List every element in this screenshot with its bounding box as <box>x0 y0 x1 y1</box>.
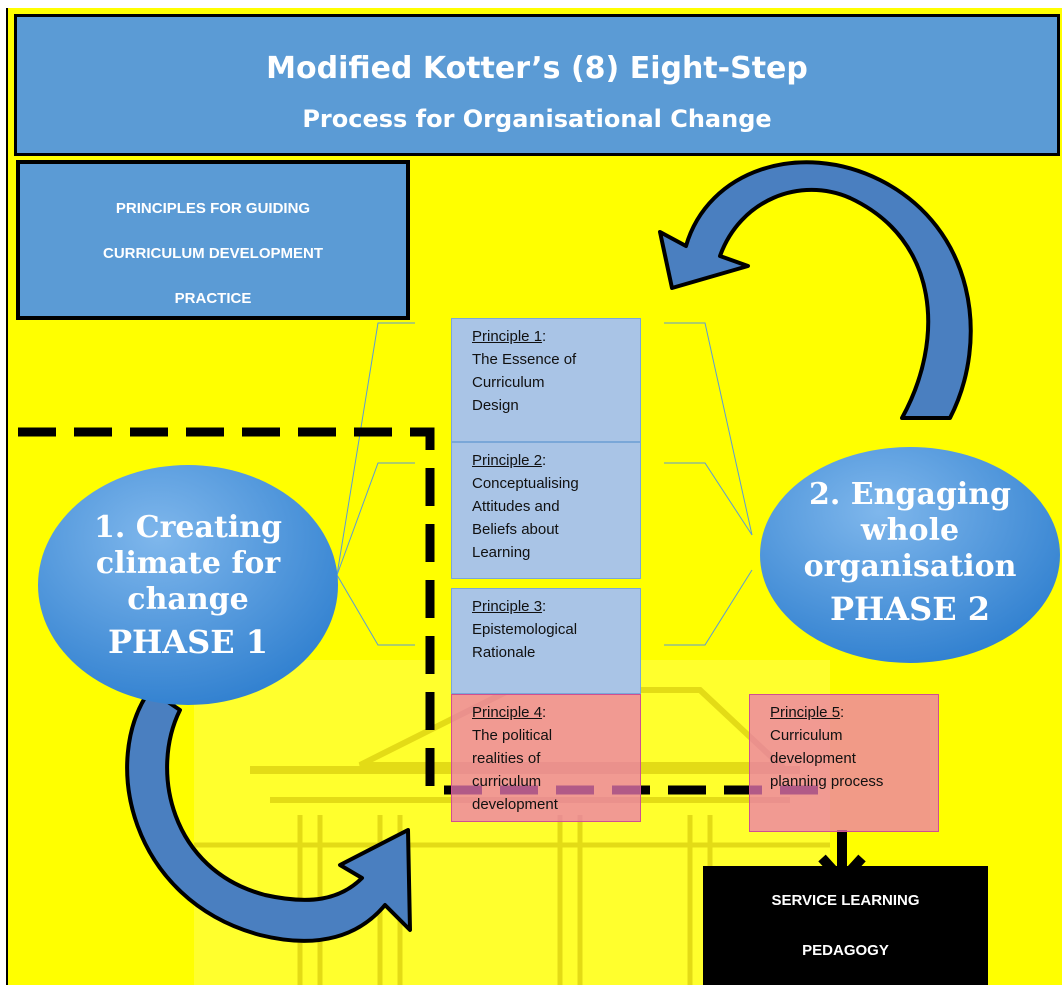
principle-1-number: Principle 1 <box>472 328 543 345</box>
principle-4-line-4: development <box>472 796 558 813</box>
phase1-text: 1. Creating climate for change PHASE 1 <box>40 510 336 660</box>
principle-2-number: Principle 2 <box>472 452 543 469</box>
principle-1-box: Principle 1: The Essence of Curriculum D… <box>451 318 641 442</box>
principle-2-line-2: Attitudes and <box>472 498 560 515</box>
title-banner: Modified Kotter’s (8) Eight-Step Process… <box>14 14 1060 156</box>
principles-header-box: PRINCIPLES FOR GUIDING CURRICULUM DEVELO… <box>16 160 410 320</box>
principle-2-box: Principle 2: Conceptualising Attitudes a… <box>451 442 641 579</box>
principle-3-box: Principle 3: Epistemological Rationale <box>451 588 641 694</box>
service-learning-box: SERVICE LEARNING PEDAGOGY <box>703 866 988 985</box>
principle-1-line-2: Curriculum <box>472 374 545 391</box>
principle-5-box: Principle 5: Curriculum development plan… <box>749 694 939 832</box>
phase1-line-3: change <box>127 582 249 617</box>
principle-3-number: Principle 3 <box>472 598 543 615</box>
principle-3-line-1: Epistemological <box>472 621 578 638</box>
principle-3-line-2: Rationale <box>472 644 536 661</box>
phase1-label: PHASE 1 <box>107 623 269 661</box>
phase2-line-2: whole <box>860 513 960 548</box>
principle-4-line-2: realities of <box>472 750 541 767</box>
principle-4-line-1: The political <box>472 727 553 744</box>
principle-5-line-3: planning process <box>770 773 884 790</box>
principles-header-line-2: CURRICULUM DEVELOPMENT <box>103 245 323 262</box>
phase2-line-1: 2. Engaging <box>808 477 1012 512</box>
phase1-line-1: 1. Creating <box>93 510 282 545</box>
principle-5-line-2: development <box>770 750 856 767</box>
service-learning-line-1: SERVICE LEARNING <box>771 892 920 909</box>
phase2-line-3: organisation <box>803 549 1017 584</box>
principle-2-line-4: Learning <box>472 544 531 561</box>
principle-5-number: Principle 5 <box>770 704 841 721</box>
principle-1-line-3: Design <box>472 397 519 414</box>
principle-4-line-3: curriculum <box>472 773 542 790</box>
principle-5-line-1: Curriculum <box>770 727 843 744</box>
principle-1-line-1: The Essence of <box>472 351 577 368</box>
principle-2-line-1: Conceptualising <box>472 475 579 492</box>
principle-4-box: Principle 4: The political realities of … <box>451 694 641 822</box>
phase2-text: 2. Engaging whole organisation PHASE 2 <box>762 477 1058 627</box>
principle-4-number: Principle 4 <box>472 704 543 721</box>
principles-header-line-1: PRINCIPLES FOR GUIDING <box>115 200 311 217</box>
title-line-1: Modified Kotter’s (8) Eight-Step <box>266 51 808 86</box>
phase2-label: PHASE 2 <box>829 590 991 628</box>
principles-header-line-3: PRACTICE <box>174 290 252 307</box>
service-learning-line-2: PEDAGOGY <box>802 942 889 959</box>
phase1-line-2: climate for <box>95 546 281 581</box>
principle-2-line-3: Beliefs about <box>472 521 559 538</box>
title-line-2: Process for Organisational Change <box>302 105 772 133</box>
